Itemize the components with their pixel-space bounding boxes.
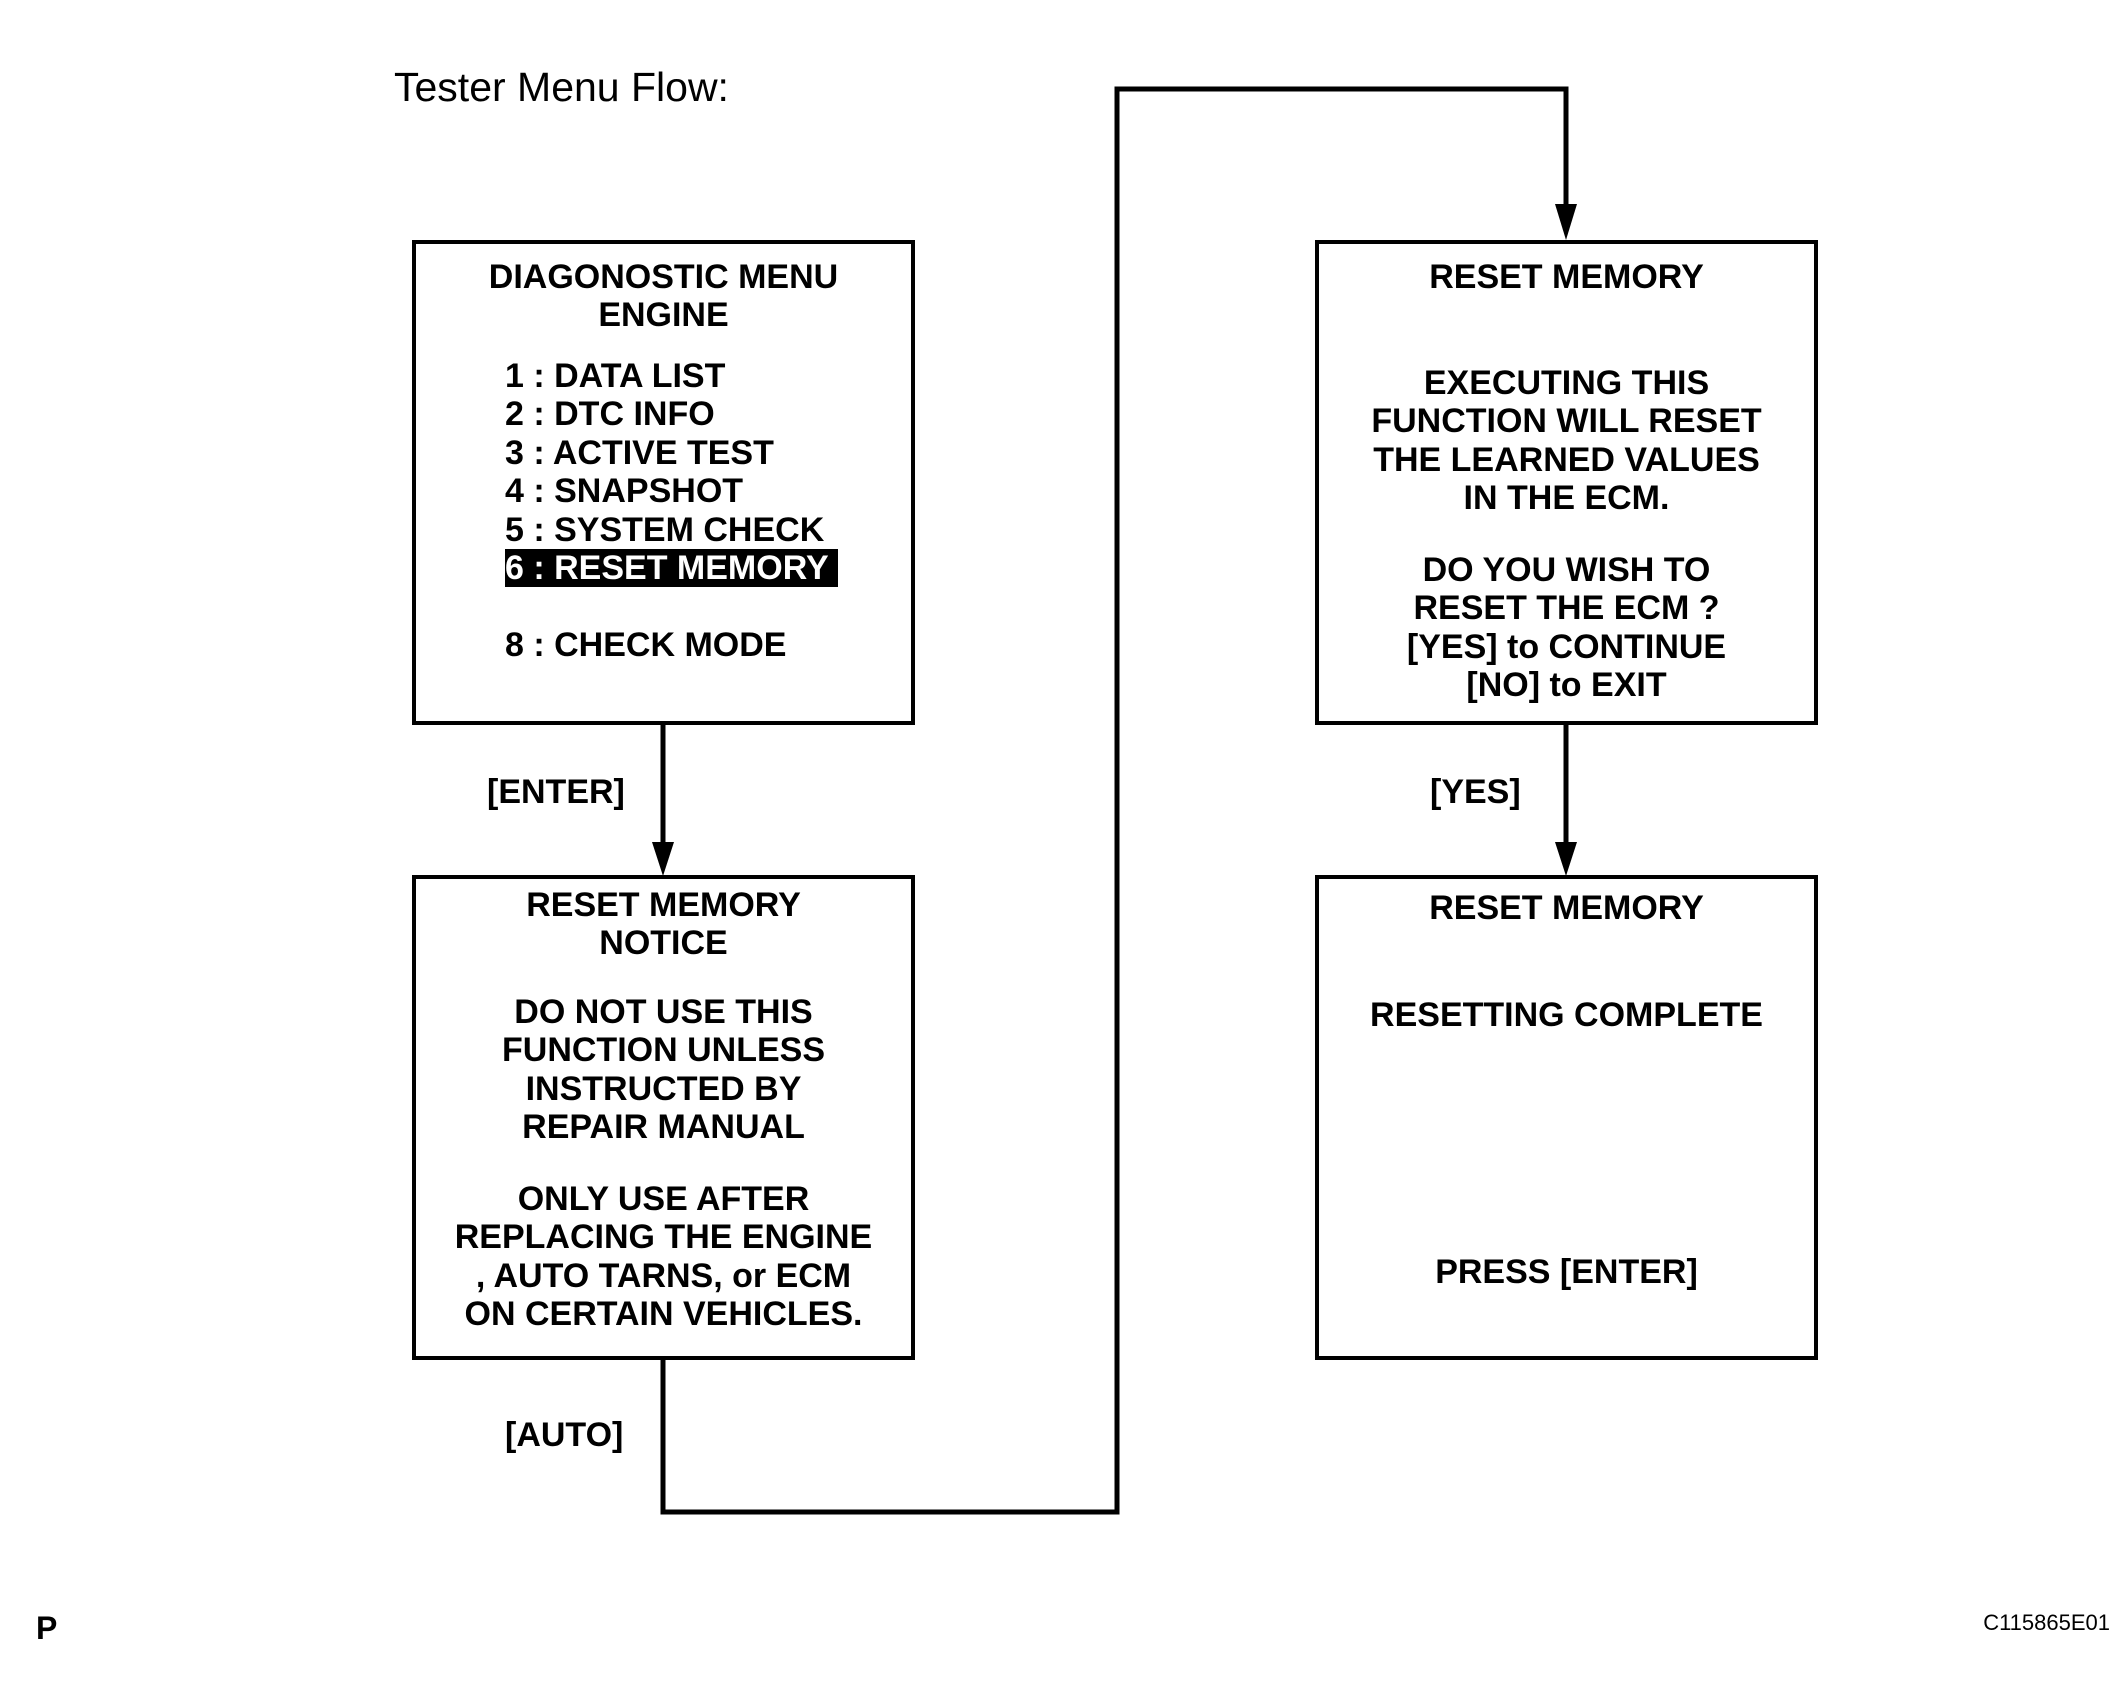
menu-item-reset-memory[interactable]: 6 : RESET MEMORY [505, 548, 838, 587]
notice-text-line4: REPAIR MANUAL [522, 1108, 805, 1147]
confirm-text-line2: FUNCTION WILL RESET [1371, 402, 1762, 441]
menu-item-system-check[interactable]: 5 : SYSTEM CHECK [505, 510, 825, 549]
notice-heading-line2: NOTICE [599, 924, 728, 963]
confirm-no-option[interactable]: [NO] to EXIT [1466, 666, 1667, 705]
reset-notice-screen: RESET MEMORY NOTICE DO NOT USE THIS FUNC… [412, 875, 915, 1360]
menu-item-dtc-info[interactable]: 2 : DTC INFO [505, 395, 715, 434]
notice-text-line1: DO NOT USE THIS [514, 993, 813, 1031]
menu-list: 1 : DATA LIST 2 : DTC INFO 3 : ACTIVE TE… [505, 357, 838, 664]
confirm-text-line3: THE LEARNED VALUES [1373, 440, 1760, 479]
notice-warning-line4: ON CERTAIN VEHICLES. [464, 1295, 863, 1334]
auto-connector [660, 86, 1569, 1515]
notice-text-line3: INSTRUCTED BY [525, 1069, 802, 1108]
confirm-yes-option[interactable]: [YES] to CONTINUE [1406, 627, 1727, 666]
enter-arrowhead [652, 842, 674, 876]
enter-key-label: [ENTER] [487, 773, 625, 811]
figure-code: C115865E01 [1983, 1610, 2110, 1635]
menu-item-check-mode[interactable]: 8 : CHECK MODE [505, 625, 787, 664]
complete-heading: RESET MEMORY [1429, 889, 1704, 927]
confirm-question-line1: DO YOU WISH TO [1422, 551, 1711, 589]
yes-key-label: [YES] [1430, 773, 1521, 811]
notice-warning-line3: , AUTO TARNS, or ECM [475, 1256, 852, 1295]
diagram-title: Tester Menu Flow: [394, 64, 729, 110]
menu-item-snapshot[interactable]: 4 : SNAPSHOT [505, 472, 744, 511]
complete-prompt[interactable]: PRESS [ENTER] [1435, 1253, 1698, 1291]
notice-heading-line1: RESET MEMORY [526, 886, 801, 924]
reset-confirm-screen: RESET MEMORY EXECUTING THIS FUNCTION WIL… [1315, 240, 1818, 725]
selected-highlight: 6 : RESET MEMORY [505, 548, 838, 587]
menu-heading-line2: ENGINE [598, 296, 729, 335]
auto-key-label: [AUTO] [505, 1416, 624, 1454]
menu-heading-line1: DIAGONOSTIC MENU [488, 258, 839, 296]
reset-complete-screen: RESET MEMORY RESETTING COMPLETE PRESS [E… [1315, 875, 1818, 1360]
diagnostic-menu-screen: DIAGONOSTIC MENU ENGINE 1 : DATA LIST 2 … [412, 240, 915, 725]
menu-item-data-list[interactable]: 1 : DATA LIST [505, 357, 726, 395]
notice-warning-line1: ONLY USE AFTER [517, 1180, 810, 1218]
menu-item-active-test[interactable]: 3 : ACTIVE TEST [505, 433, 774, 472]
confirm-question-line2: RESET THE ECM ? [1413, 589, 1720, 628]
confirm-text-line4: IN THE ECM. [1463, 479, 1670, 518]
notice-warning-line2: REPLACING THE ENGINE [454, 1218, 873, 1257]
auto-arrowhead [1555, 204, 1577, 240]
yes-arrowhead [1555, 842, 1577, 876]
corner-letter: P [36, 1610, 58, 1646]
confirm-text-line1: EXECUTING THIS [1423, 364, 1710, 402]
confirm-heading: RESET MEMORY [1429, 258, 1704, 296]
complete-status: RESETTING COMPLETE [1370, 996, 1763, 1034]
notice-text-line2: FUNCTION UNLESS [502, 1031, 825, 1070]
